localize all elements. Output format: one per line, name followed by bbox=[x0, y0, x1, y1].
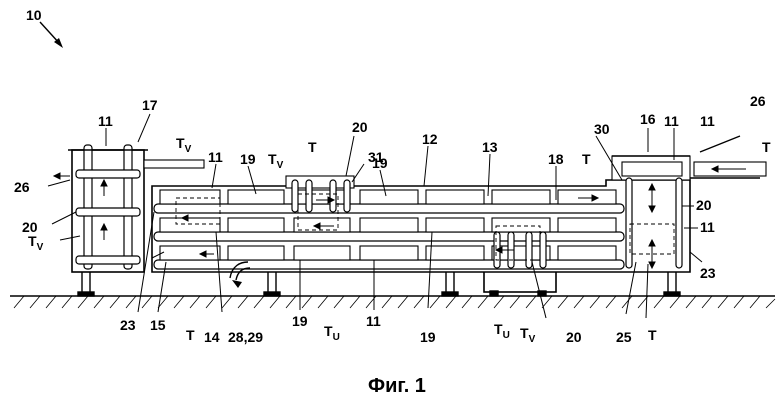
label-19-mid: 19 bbox=[372, 155, 388, 171]
legs bbox=[78, 270, 680, 296]
figure-caption: Фиг. 1 bbox=[368, 375, 426, 397]
label-tv-2: TV bbox=[28, 233, 44, 253]
label-t-4: T bbox=[186, 327, 195, 343]
label-16: 16 bbox=[640, 111, 656, 127]
label-14: 14 bbox=[204, 329, 220, 345]
label-t-3: T bbox=[762, 139, 771, 155]
label-t-2: T bbox=[582, 151, 591, 167]
label-11-bottom: 11 bbox=[366, 313, 381, 329]
label-11-right: 11 bbox=[664, 113, 679, 129]
label-20-right: 20 bbox=[696, 197, 712, 213]
leader-26b bbox=[700, 136, 740, 152]
label-28-29: 28,29 bbox=[228, 329, 263, 345]
label-30: 30 bbox=[594, 121, 610, 137]
label-19-top: 19 bbox=[240, 151, 256, 167]
label-tu-1: TU bbox=[324, 323, 340, 343]
label-12: 12 bbox=[422, 131, 438, 147]
label-20-bottom: 20 bbox=[566, 329, 582, 345]
label-tv-3: TV bbox=[268, 151, 284, 171]
ground-hatching bbox=[14, 296, 775, 308]
label-19-bottom-right: 19 bbox=[420, 329, 436, 345]
label-25: 25 bbox=[616, 329, 632, 345]
arrow-28-29 bbox=[232, 280, 242, 288]
label-11-far-right: 11 bbox=[700, 113, 715, 129]
label-20-top: 20 bbox=[352, 119, 368, 135]
label-10: 10 bbox=[26, 7, 42, 23]
label-tu-2: TU bbox=[494, 321, 510, 341]
label-t-1: T bbox=[308, 139, 317, 155]
label-26-left: 26 bbox=[14, 179, 30, 195]
label-23-left: 23 bbox=[120, 317, 136, 333]
label-23-right: 23 bbox=[700, 265, 716, 281]
label-11-right-mid: 11 bbox=[700, 219, 715, 235]
label-11-top: 11 bbox=[208, 149, 223, 165]
label-tv-1: TV bbox=[176, 135, 192, 155]
label-15: 15 bbox=[150, 317, 166, 333]
label-26-right: 26 bbox=[750, 93, 766, 109]
tower-arm bbox=[144, 160, 204, 168]
label-17: 17 bbox=[142, 97, 158, 113]
label-t-5: T bbox=[648, 327, 657, 343]
label-13: 13 bbox=[482, 139, 498, 155]
label-19-bottom: 19 bbox=[292, 313, 308, 329]
label-18: 18 bbox=[548, 151, 564, 167]
label-11-tower: 11 bbox=[98, 113, 113, 129]
label-tv-4: TV bbox=[520, 325, 536, 345]
